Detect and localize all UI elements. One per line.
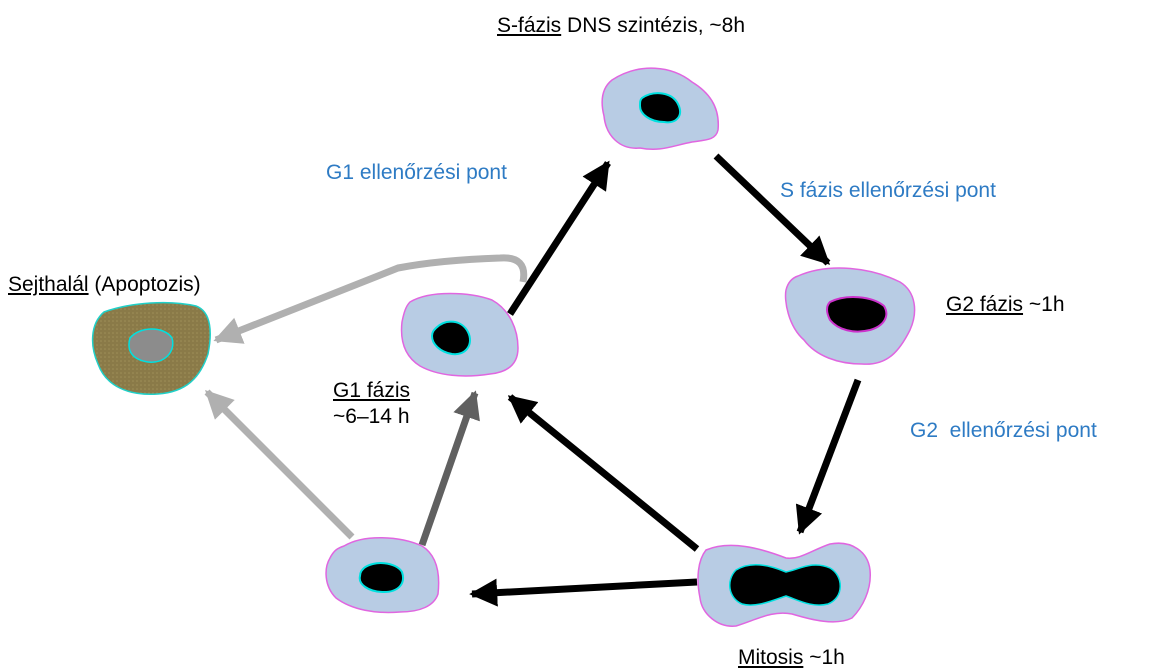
arrow-mitosis-to-g1 — [507, 394, 700, 552]
arrow-s-to-g2 — [713, 153, 831, 266]
arrow-mitosis-to-daughter — [469, 578, 698, 607]
s-phase-name: S-fázis — [497, 14, 562, 37]
g2-phase-label: G2 fázis ~1h — [946, 292, 1065, 318]
apoptosis-desc: (Apoptozis) — [94, 273, 201, 296]
g1-phase-name: G1 fázis — [333, 379, 411, 402]
mitosis-desc: ~1h — [809, 646, 845, 669]
mitosis-label: Mitosis ~1h — [738, 645, 845, 671]
cell-g1-phase — [400, 292, 519, 377]
g2-checkpoint-label: G2 ellenőrzési pont — [910, 419, 1097, 442]
arrow-g1-to-apoptosis — [213, 254, 528, 344]
cell-daughter — [325, 537, 440, 614]
mitosis-name: Mitosis — [738, 646, 804, 669]
apoptosis-name: Sejthalál — [8, 273, 89, 296]
s-phase-desc: DNS szintézis, ~8h — [567, 14, 746, 37]
cell-g2-phase — [784, 267, 916, 365]
cell-mitosis — [697, 542, 871, 627]
s-phase-label: S-fázis DNS szintézis, ~8h — [497, 13, 745, 39]
arrow-g2-to-mitosis — [795, 378, 862, 535]
g1-phase-label: G1 fázis ~6–14 h — [333, 378, 410, 430]
g2-phase-desc: ~1h — [1028, 293, 1065, 316]
arrow-g1-to-s — [507, 160, 611, 316]
apoptosis-label: Sejthalál (Apoptozis) — [8, 272, 201, 298]
arrow-daughter-to-apoptosis — [204, 389, 355, 540]
cell-apoptosis — [91, 301, 211, 395]
s-checkpoint-label: S fázis ellenőrzési pont — [780, 179, 996, 202]
g2-phase-name: G2 fázis — [946, 293, 1024, 316]
g1-checkpoint-label: G1 ellenőrzési pont — [326, 161, 507, 184]
arrow-daughter-to-g1 — [418, 390, 480, 547]
g1-phase-desc: ~6–14 h — [333, 405, 410, 428]
cell-s-phase — [601, 67, 720, 151]
arrows — [204, 153, 862, 607]
